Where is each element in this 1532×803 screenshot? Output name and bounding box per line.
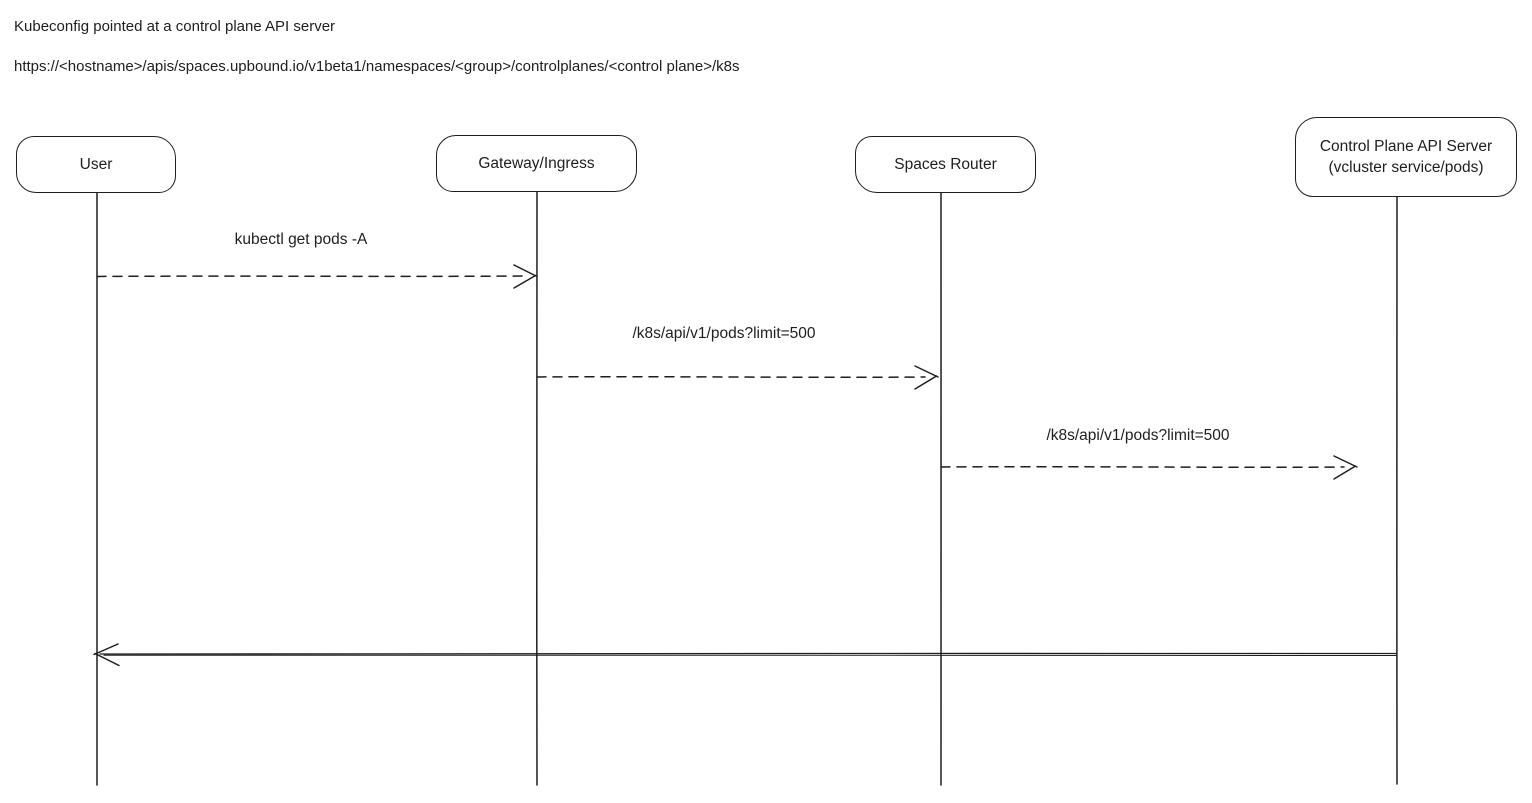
- actor-control-plane-sublabel: (vcluster service/pods): [1328, 159, 1484, 176]
- actor-box-control-plane: Control Plane API Server (vcluster servi…: [1295, 117, 1517, 197]
- actor-spaces-router-label: Spaces Router: [894, 156, 997, 173]
- actor-control-plane-label: Control Plane API Server: [1319, 138, 1493, 155]
- actor-user-label: User: [79, 156, 113, 173]
- return-arrow: [93, 643, 1398, 667]
- diagram-endpoint-url: https://<hostname>/apis/spaces.upbound.i…: [14, 58, 740, 75]
- actor-box-gateway-ingress: Gateway/Ingress: [436, 135, 637, 192]
- diagram-title: Kubeconfig pointed at a control plane AP…: [14, 18, 336, 35]
- message-arrow-3: [940, 455, 1358, 480]
- actor-box-spaces-router: Spaces Router: [855, 136, 1036, 193]
- actor-gateway-label: Gateway/Ingress: [478, 155, 595, 172]
- message-label-kubectl: kubectl get pods -A: [234, 231, 368, 248]
- message-label-pods-request-2: /k8s/api/v1/pods?limit=500: [1046, 427, 1230, 444]
- message-label-pods-request-1: /k8s/api/v1/pods?limit=500: [632, 325, 816, 342]
- message-arrow-1: [96, 264, 538, 289]
- actor-box-user: User: [16, 136, 176, 193]
- message-arrow-2: [536, 365, 939, 390]
